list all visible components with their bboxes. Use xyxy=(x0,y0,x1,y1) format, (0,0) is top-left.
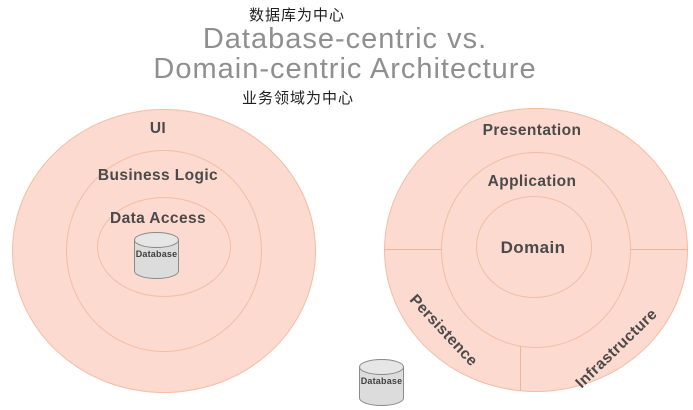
segment-divider-bottom xyxy=(520,346,521,391)
database-cylinder-icon xyxy=(134,232,179,279)
business-logic-ring-label: Business Logic xyxy=(97,167,219,184)
segment-divider-left xyxy=(385,249,442,250)
right-inner-ring xyxy=(476,196,592,298)
left-inner-ring xyxy=(97,197,231,297)
ui-ring-label: UI xyxy=(149,120,167,137)
right-database-label: Database xyxy=(360,376,403,386)
segment-divider-right xyxy=(630,249,687,250)
left-middle-ring xyxy=(66,150,262,352)
database-cylinder-icon xyxy=(359,359,404,406)
application-ring-label: Application xyxy=(487,173,577,190)
database-centric-zh-label: 数据库为中心 xyxy=(248,7,346,24)
title-line-2: Domain-centric Architecture xyxy=(153,53,537,85)
left-database-label: Database xyxy=(135,249,178,259)
title-line-1: Database-centric vs. xyxy=(202,23,488,55)
right-middle-ring xyxy=(441,152,631,348)
presentation-ring-label: Presentation xyxy=(482,122,582,139)
page-title: Database-centric vs. Domain-centric Arch… xyxy=(153,24,536,84)
data-access-ring-label: Data Access xyxy=(109,210,207,227)
domain-ring-label: Domain xyxy=(500,238,566,257)
domain-centric-zh-label: 业务领域为中心 xyxy=(241,90,355,107)
